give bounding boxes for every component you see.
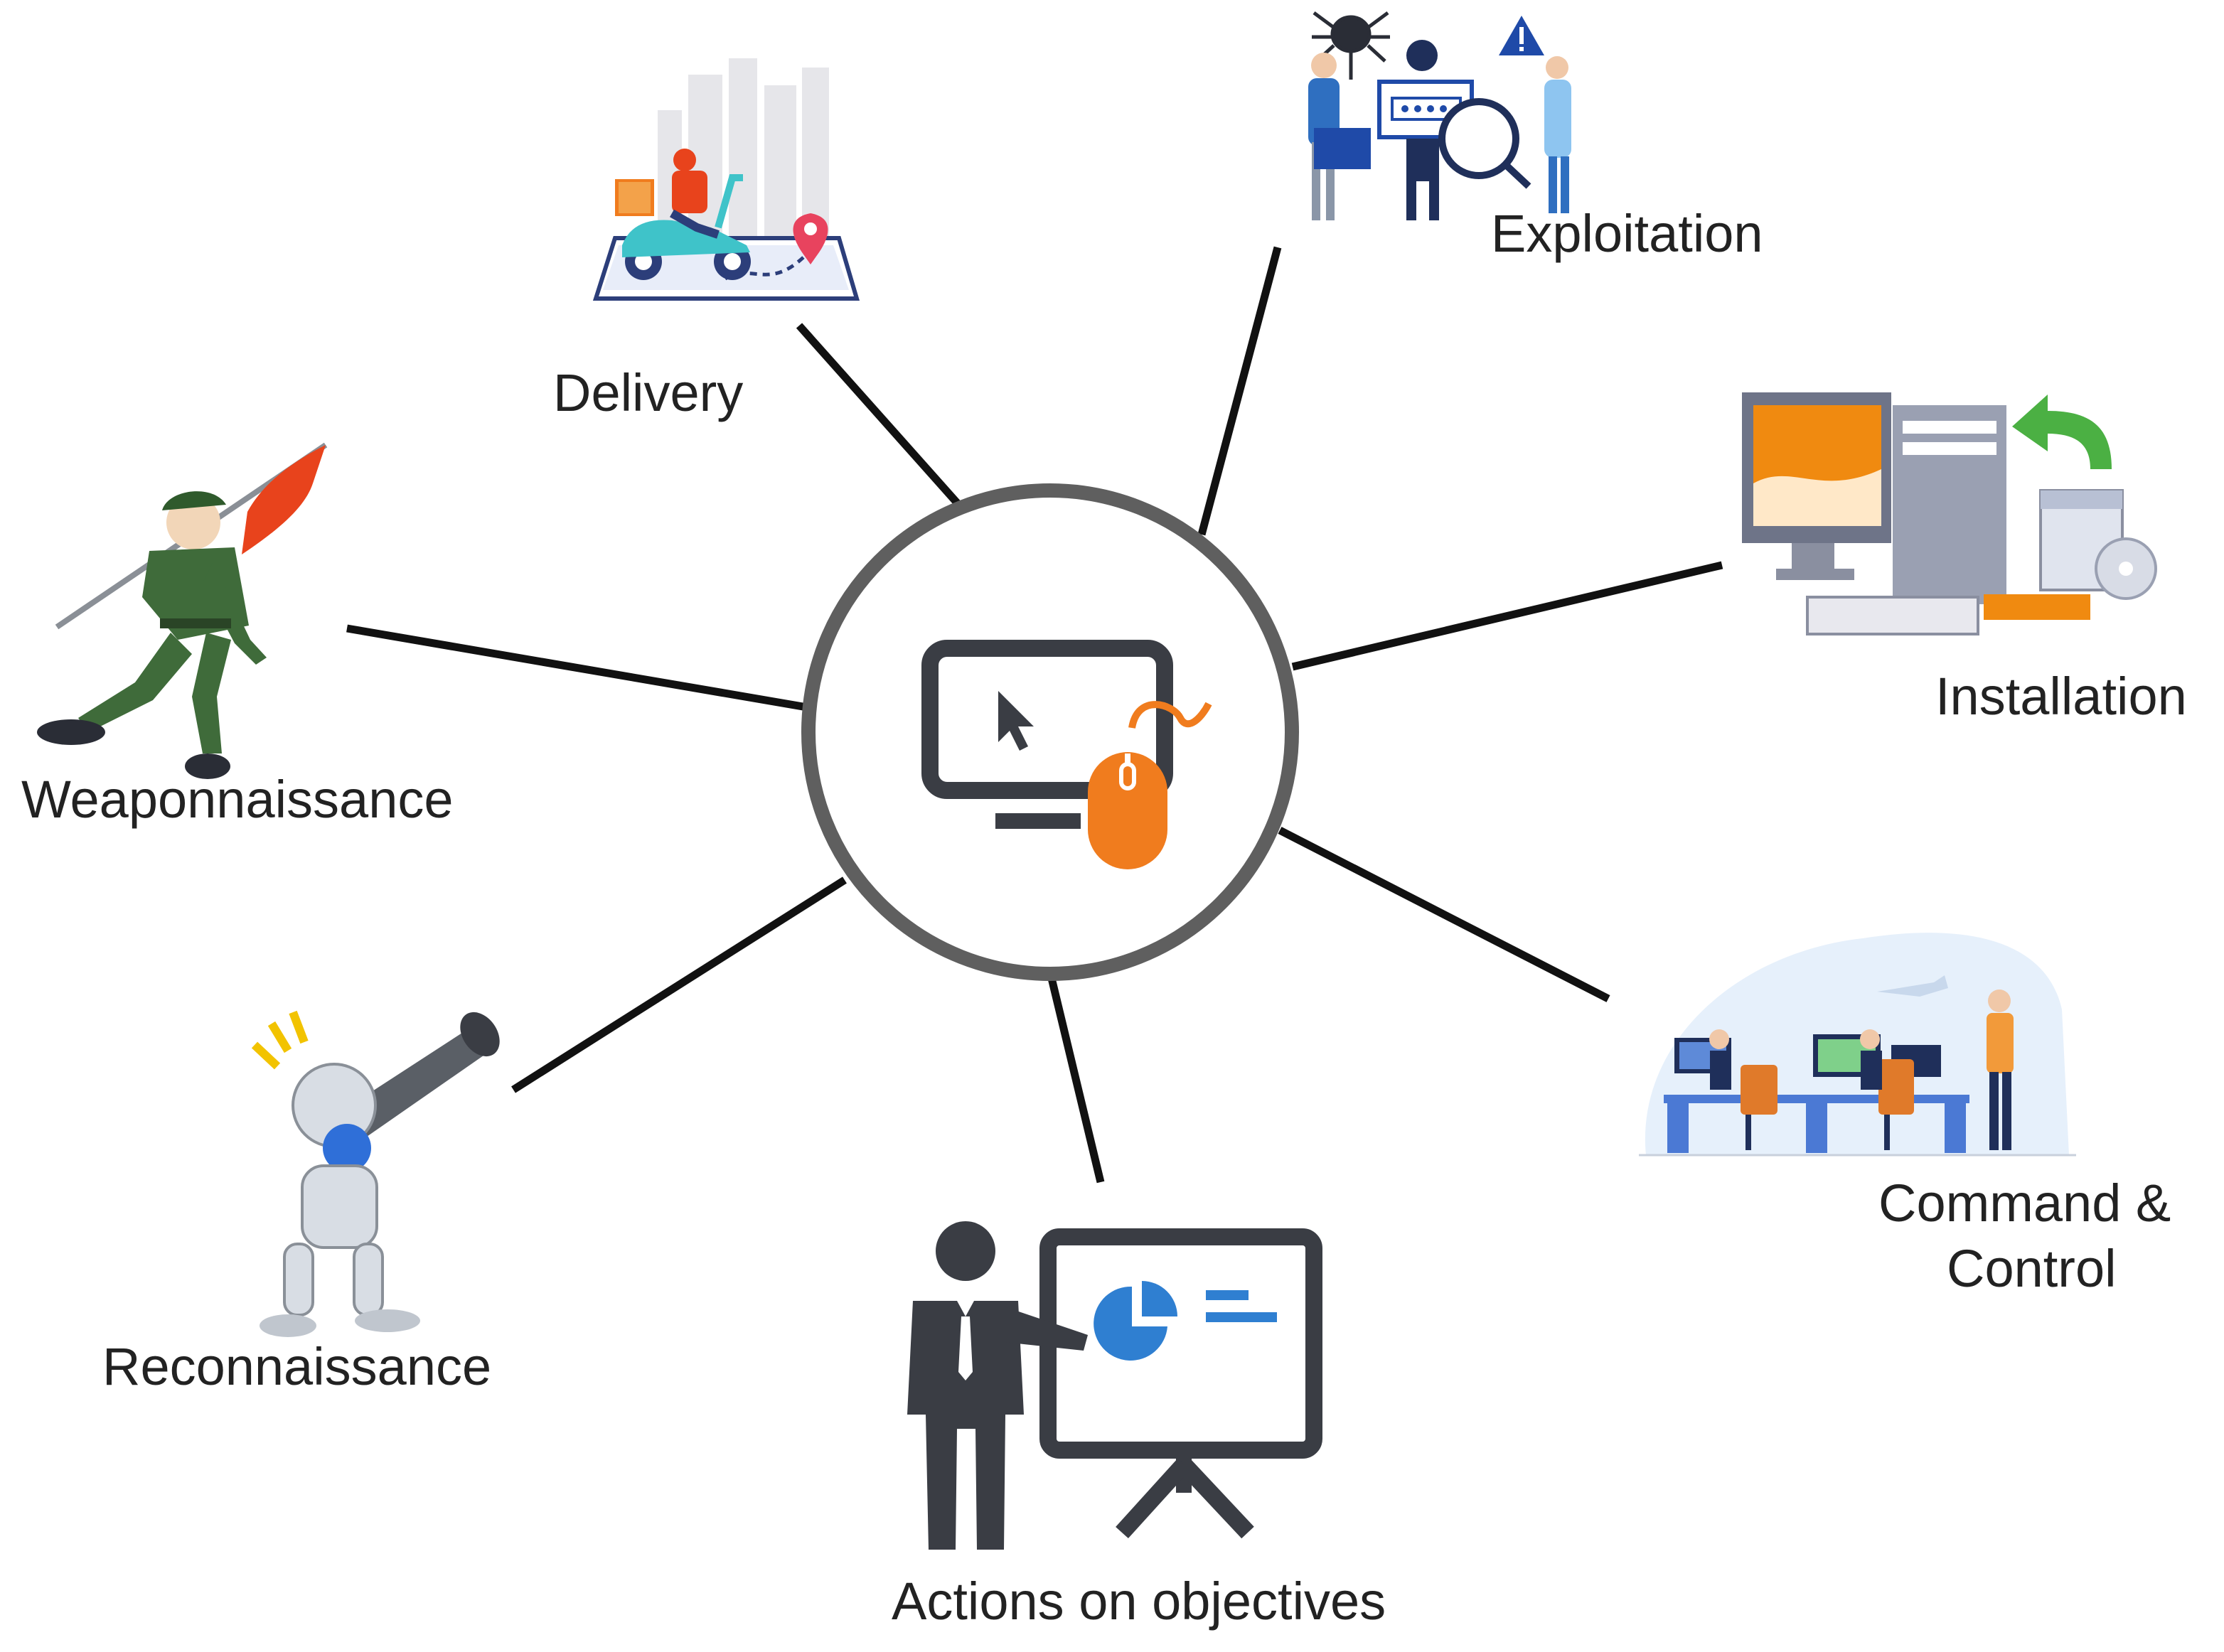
label-command-control-line2: Control [1947,1239,2117,1298]
spoke-actions [1047,974,1105,1184]
delivery-scooter-icon [592,58,860,301]
spoke-installation [1291,561,1723,671]
label-exploitation: Exploitation [1491,204,1763,263]
soldier-flag-icon [37,442,328,779]
spider-icon [1312,11,1390,80]
warning-icon [1499,16,1544,55]
label-installation: Installation [1935,667,2187,726]
spoke-command-control [1278,827,1610,1002]
spoke-weaponnaissance [346,624,808,712]
spoke-delivery [796,323,965,510]
presenter-board-icon [907,1221,1322,1550]
label-command-control-line1: Command & [1878,1174,2171,1233]
label-delivery: Delivery [553,363,743,422]
spokes [346,246,1723,1184]
label-reconnaissance: Reconnaissance [102,1337,491,1396]
computer-mouse-icon [921,640,1212,869]
control-room-icon [1639,933,2076,1157]
desktop-install-icon [1742,392,2157,635]
label-actions-on-objectives: Actions on objectives [892,1572,1386,1631]
robot-telescope-icon [251,1010,500,1337]
label-weaponnaissance: Weaponnaissance [21,770,454,829]
spoke-reconnaissance [511,876,847,1093]
hackers-group-icon [1308,11,1571,220]
spoke-exploitation [1197,246,1282,536]
center-ring [801,483,1299,981]
